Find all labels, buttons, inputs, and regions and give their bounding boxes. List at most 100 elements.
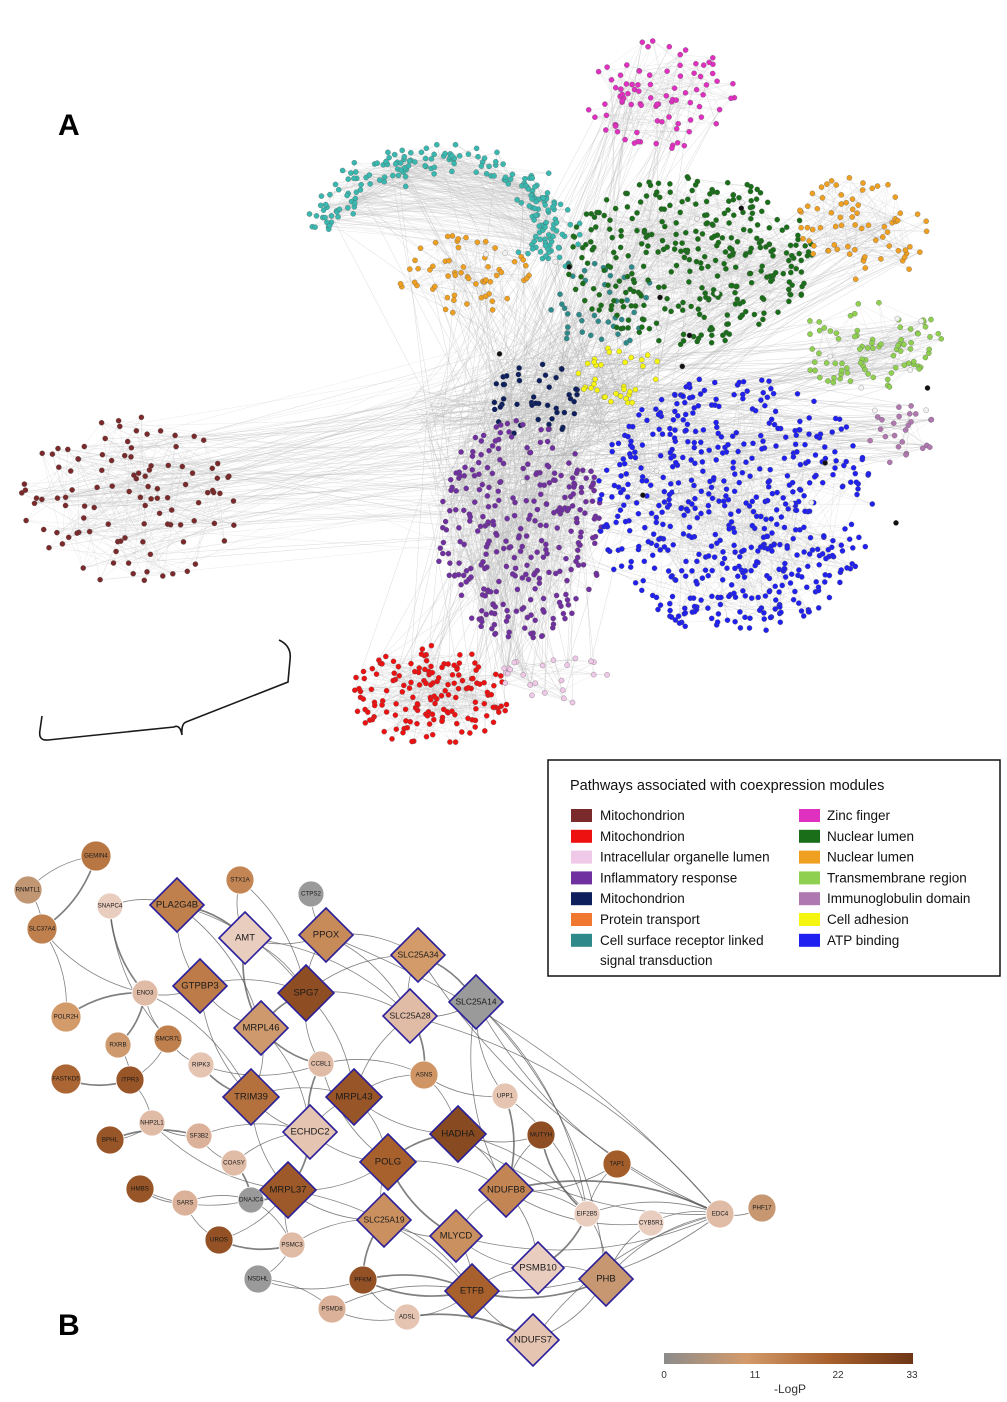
network-node — [377, 177, 383, 183]
network-edge — [432, 123, 679, 430]
network-edge — [363, 671, 395, 674]
network-edge — [488, 452, 530, 488]
network-edge — [847, 369, 866, 373]
network-edge — [519, 367, 546, 376]
network-edge — [452, 281, 485, 313]
network-node — [619, 298, 625, 304]
network-node — [825, 248, 832, 254]
network-edge — [458, 470, 583, 528]
network-edge — [518, 374, 575, 402]
network-edge — [525, 549, 547, 575]
network-edge — [680, 54, 713, 58]
network-edge — [622, 183, 659, 329]
network-node — [427, 267, 433, 273]
network-node — [722, 337, 728, 344]
network-edge — [627, 361, 658, 403]
network-edge — [666, 95, 678, 143]
network-node — [345, 176, 351, 182]
network-node — [748, 279, 755, 286]
network-edge — [606, 42, 643, 68]
network-edge — [510, 139, 626, 367]
network-edge — [591, 229, 746, 254]
network-node — [661, 206, 668, 212]
network-edge — [448, 553, 492, 614]
network-node — [463, 234, 469, 241]
network-edge — [449, 527, 460, 576]
network-edge — [581, 267, 604, 321]
network-node — [682, 47, 689, 53]
network-edge — [908, 425, 923, 449]
network-node — [489, 298, 496, 304]
network-edge — [670, 466, 673, 484]
network-edge — [507, 423, 587, 479]
network-edge — [519, 522, 578, 537]
network-node — [566, 271, 572, 278]
network-node — [786, 257, 792, 264]
network-edge — [400, 261, 515, 284]
network-node — [825, 378, 831, 384]
network-edge — [756, 491, 793, 517]
network-edge — [839, 347, 868, 379]
network-node — [442, 150, 448, 157]
network-node — [734, 296, 741, 303]
network-edge — [893, 423, 923, 449]
network-node — [596, 292, 603, 298]
network-edge — [68, 435, 176, 538]
network-node — [636, 329, 643, 336]
network-node — [386, 154, 392, 161]
network-edge — [759, 599, 794, 611]
network-edge — [620, 361, 658, 397]
network-node — [482, 238, 489, 245]
network-edge — [530, 515, 577, 523]
network-edge — [416, 260, 450, 286]
network-node — [625, 325, 631, 331]
network-node — [843, 365, 850, 371]
network-edge — [77, 485, 562, 534]
network-edge — [872, 327, 901, 340]
network-edge — [744, 457, 863, 578]
network-edge — [631, 84, 685, 146]
network-node — [726, 198, 732, 204]
network-edge — [486, 459, 501, 547]
network-node — [609, 234, 615, 241]
network-node — [577, 231, 583, 238]
network-node — [807, 318, 813, 324]
network-node — [747, 227, 753, 234]
network-edge — [485, 241, 522, 257]
network-edge — [615, 83, 627, 127]
network-edge — [568, 421, 573, 703]
network-edge — [660, 491, 793, 539]
network-edge — [619, 464, 692, 505]
network-node — [442, 306, 449, 313]
network-node — [728, 235, 735, 241]
network-edge — [595, 365, 627, 399]
network-edge — [386, 690, 427, 737]
network-edge — [630, 456, 657, 518]
network-edge — [119, 417, 142, 427]
network-edge — [101, 422, 229, 478]
network-node — [611, 297, 617, 304]
network-edge — [593, 247, 701, 264]
network-edge — [68, 537, 114, 564]
network-edge — [615, 125, 641, 142]
network-edge — [862, 182, 883, 238]
network-node — [432, 283, 438, 290]
network-edge — [844, 528, 851, 569]
network-edge — [634, 81, 718, 144]
network-edge — [824, 327, 842, 375]
network-node — [399, 147, 405, 154]
network-edge — [438, 275, 456, 479]
network-edge — [664, 286, 714, 290]
network-edge — [136, 430, 168, 525]
network-node — [571, 234, 578, 240]
network-node — [634, 210, 640, 216]
network-edge — [428, 414, 499, 423]
network-edge — [833, 327, 901, 383]
network-edge — [872, 348, 894, 356]
network-node — [520, 257, 527, 263]
network-node — [542, 202, 548, 208]
network-edge — [546, 504, 568, 600]
network-edge — [105, 428, 432, 439]
network-node — [849, 206, 856, 213]
network-node — [852, 276, 859, 282]
